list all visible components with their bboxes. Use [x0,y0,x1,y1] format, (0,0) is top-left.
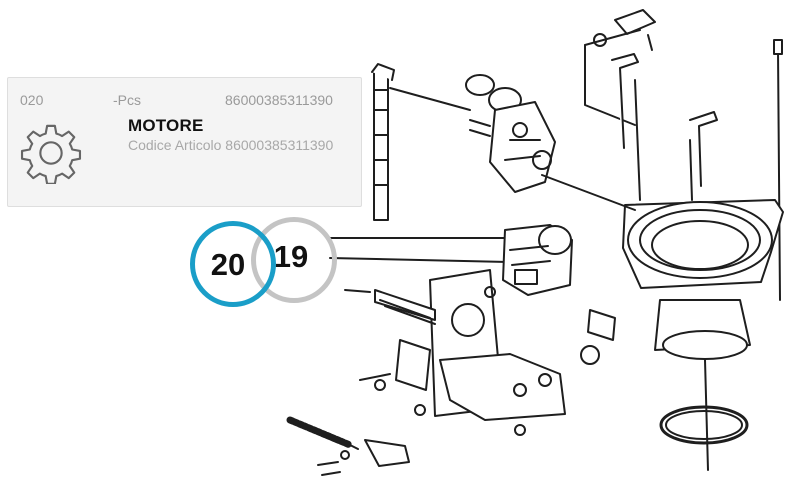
part-title: MOTORE [128,116,204,135]
unit-label: -Pcs [113,92,141,108]
housing-part [541,174,784,471]
leader-line-19 [329,257,509,263]
part-code: 86000385311390 [225,92,333,108]
chassis-part [344,269,616,421]
callout-19-label: 19 [273,239,309,274]
callout-20-label: 20 [210,247,246,282]
article-label: Codice Articolo [128,137,222,153]
position-number: 020 [20,92,44,108]
top-valve-part [584,9,656,126]
callout-20[interactable]: 20 [190,221,276,307]
article-code: 86000385311390 [225,137,334,153]
pins-part [611,39,783,301]
gear-icon [20,124,82,184]
spring-part [286,404,526,476]
part-info-card[interactable]: 020 -Pcs 86000385311390 MOTORE Codice Ar… [7,77,362,207]
rod-part [371,63,395,221]
motor-part [502,224,573,296]
valve-assembly [389,74,556,193]
card-header-row: 020 -Pcs 86000385311390 [20,92,361,110]
article-code-line: Codice Articolo 86000385311390 [128,137,333,153]
